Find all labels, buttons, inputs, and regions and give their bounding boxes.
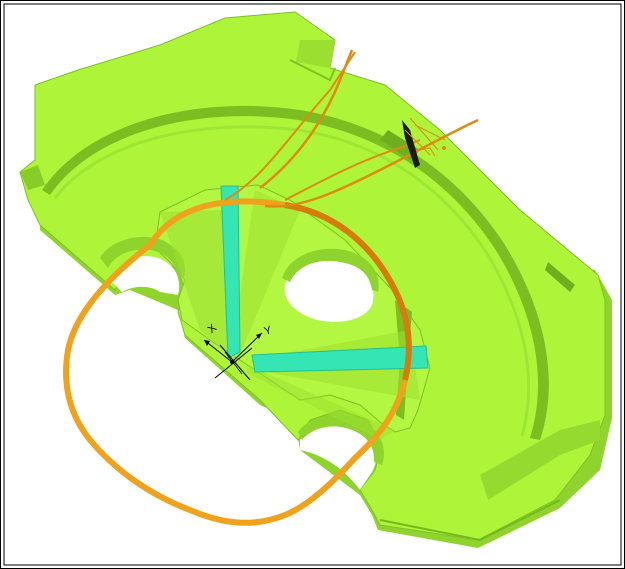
- radial-rib-left: [160, 210, 232, 358]
- lower-step-edge: [379, 499, 561, 542]
- contour-loop-shade: [284, 202, 412, 381]
- lead-toolpath-3[interactable]: [264, 118, 479, 208]
- lead-toolpath-1[interactable]: [259, 49, 354, 189]
- viewport-inner-frame: [3, 3, 622, 566]
- left-hole-wall: [100, 236, 186, 278]
- triad-y-label: Y: [263, 324, 274, 338]
- upper-step-edge: [289, 59, 336, 82]
- radial-rib-lower: [245, 366, 395, 440]
- outer-arc-groove-highlight: [53, 125, 531, 437]
- toolpaths[interactable]: [63, 49, 479, 526]
- slot-toolpath-horizontal[interactable]: [251, 345, 429, 373]
- center-hole[interactable]: [284, 258, 374, 322]
- radial-rib-upper: [232, 190, 300, 355]
- tool-marker-icon[interactable]: [402, 117, 446, 168]
- center-hole-wall: [282, 248, 379, 292]
- arc-notch-2: [545, 262, 575, 292]
- lead-toolpath-2[interactable]: [224, 51, 356, 201]
- left-notch: [20, 165, 45, 190]
- slot-toolpath-vertical[interactable]: [220, 185, 241, 359]
- lead-toolpath-4[interactable]: [284, 139, 421, 201]
- upper-step-face: [296, 40, 335, 68]
- bottom-hole[interactable]: [300, 424, 377, 490]
- lower-step: [480, 420, 600, 500]
